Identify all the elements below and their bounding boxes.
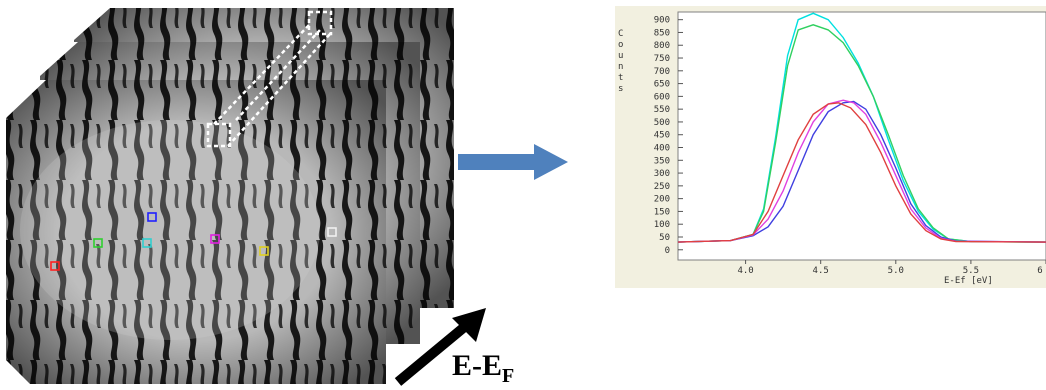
y-tick-labels: 0 50 100 150 200 250 300 350 400 450 500 550 600 650 7… <box>654 16 683 256</box>
y-tick-label: 150 <box>654 207 670 217</box>
roi-marker <box>327 227 337 237</box>
image-stack <box>6 8 454 384</box>
y-tick-label: 450 <box>654 131 670 141</box>
y-tick-label: 0 <box>665 246 670 256</box>
spectrum-line-4 <box>677 99 1046 243</box>
y-tick-label: 400 <box>654 144 670 154</box>
image-frame-front <box>6 80 386 384</box>
roi-marker <box>50 261 60 271</box>
spectrum-series <box>677 12 1046 243</box>
y-tick-label: 900 <box>654 16 670 26</box>
y-tick-label: 700 <box>654 67 670 77</box>
roi-marker <box>147 212 157 222</box>
y-tick-label: 650 <box>654 80 670 90</box>
x-tick-label: 4.0 <box>737 266 753 276</box>
y-tick-label: 750 <box>654 54 670 64</box>
x-tick-label: 5.5 <box>963 266 979 276</box>
x-tick-labels: 4.0 4.5 5.0 5.5 6 <box>737 260 1046 276</box>
spectrum-line-2 <box>677 24 1046 243</box>
y-tick-label: 800 <box>654 41 670 51</box>
roi-markers <box>50 212 337 271</box>
spectrum-line-5 <box>677 102 1046 243</box>
x-tick-label: 6 <box>1037 266 1042 276</box>
y-tick-label: 600 <box>654 92 670 102</box>
energy-axis-label: E-EF <box>452 349 514 387</box>
blue-arrow-icon <box>458 144 568 180</box>
y-tick-label: 250 <box>654 182 670 192</box>
roi-marker <box>142 238 152 248</box>
y-tick-label: 500 <box>654 118 670 128</box>
y-tick-label: 100 <box>654 220 670 230</box>
y-tick-label: 850 <box>654 28 670 38</box>
y-tick-label: 300 <box>654 169 670 179</box>
roi-marker <box>210 234 220 244</box>
y-tick-label: 50 <box>659 233 670 243</box>
roi-marker <box>93 238 103 248</box>
x-tick-label: 4.5 <box>813 266 829 276</box>
y-tick-label: 550 <box>654 105 670 115</box>
y-tick-label: 200 <box>654 195 670 205</box>
roi-marker <box>259 246 269 256</box>
x-tick-label: 5.0 <box>888 266 904 276</box>
plot-area <box>677 11 1046 261</box>
x-axis-title: E-Ef [eV] <box>944 276 993 286</box>
line-profile-selection <box>206 10 333 148</box>
energy-axis-arrow-icon <box>394 308 486 386</box>
y-tick-label: 350 <box>654 156 670 166</box>
